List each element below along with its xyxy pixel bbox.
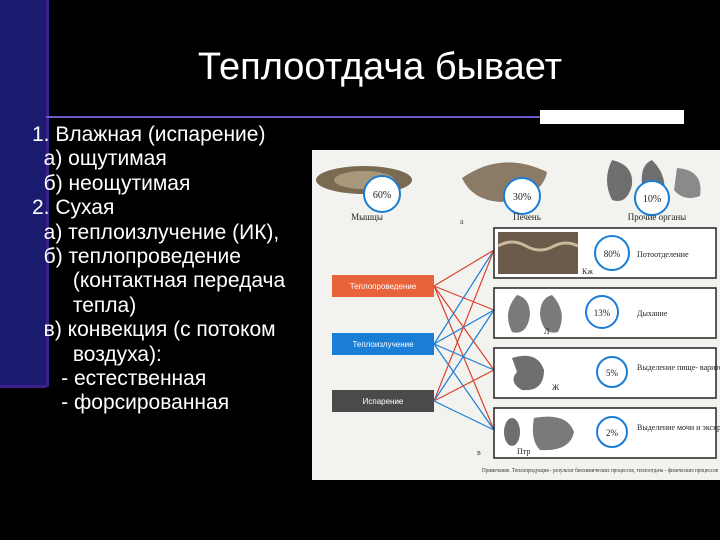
percent-label: 30% [513,192,531,203]
accent-line-vertical [46,0,49,387]
organ-label: Печень [513,212,541,222]
percent-label: 2% [606,428,619,438]
outline-item: тепла) [32,293,137,317]
panel-letter: Л [544,327,550,336]
accent-line-horizontal [0,385,46,388]
organ-liver: 30% Печень [462,162,547,222]
route-label: Дыхание [637,309,668,318]
panel-letter: а [460,217,464,226]
mechanism-box-conduction [332,275,434,297]
outline-item: - форсированная [32,391,230,415]
outline-item: 2. Сухая [32,196,115,220]
organ-muscles: 60% Мышцы [316,166,412,222]
outline-item: (контактная передача [32,269,286,293]
route-panel-digestive: 5% Выделение пище- варительных соков Ж [493,347,720,399]
percent-label: 10% [643,194,661,205]
panel-letter: Ж [552,383,560,392]
title-rule [46,116,684,118]
mechanism-label: Испарение [363,397,404,406]
slide-title: Теплоотдача бывает [197,46,563,88]
route-label: Выделение мочи и экскрементов [637,423,720,432]
panel-letter: Кж [582,267,593,276]
organ-label: Мышцы [351,212,383,222]
mechanism-box-radiation [332,333,434,355]
percent-label: 5% [606,368,619,378]
outline-item: а) теплоизлучение (ИК), [32,220,280,244]
panel-letter: в [477,448,481,457]
percent-label: 60% [373,190,391,201]
route-panel-sweat: 80% Потоотделение Кж [493,227,717,279]
outline-item: воздуха): [32,342,162,366]
route-panel-breathing: 13% Дыхание Л [493,287,717,339]
panel-letter: Птр [517,447,530,456]
outline-item: 1. Влажная (испарение) [32,123,266,146]
outline-item: б) неощутимая [32,171,191,195]
outline-item: а) ощутимая [32,147,167,171]
heat-transfer-figure: 60% Мышцы 30% Печень 10% Прочие органы а… [312,150,720,480]
percent-label: 80% [604,249,621,259]
connection-lines [433,249,495,431]
route-label: Потоотделение [637,250,689,259]
mechanism-label: Теплоизлучение [352,340,414,349]
route-panel-excretion: 2% Выделение мочи и экскрементов Птр [493,407,720,459]
figure-note: Примечание. Теплопродукция - результат б… [482,467,718,474]
organ-label: Прочие органы [628,212,686,222]
outline-item: б) теплопроведение [32,245,241,269]
organ-other: 10% Прочие органы [607,160,701,222]
mechanism-box-evaporation [332,390,434,412]
heat-transfer-diagram: 60% Мышцы 30% Печень 10% Прочие органы а… [316,160,720,474]
route-label: Выделение пище- варительных соков [637,363,720,372]
outline-list: 1. Влажная (испарение) а) ощутимая б) не… [32,123,285,416]
outline-item: - естественная [32,367,207,391]
accent-bar [0,0,46,387]
percent-label: 13% [594,308,611,318]
mechanism-label: Теплопроведение [350,282,417,291]
outline-item: в) конвекция (с потоком [32,318,276,342]
title-rule-highlight [540,110,684,124]
